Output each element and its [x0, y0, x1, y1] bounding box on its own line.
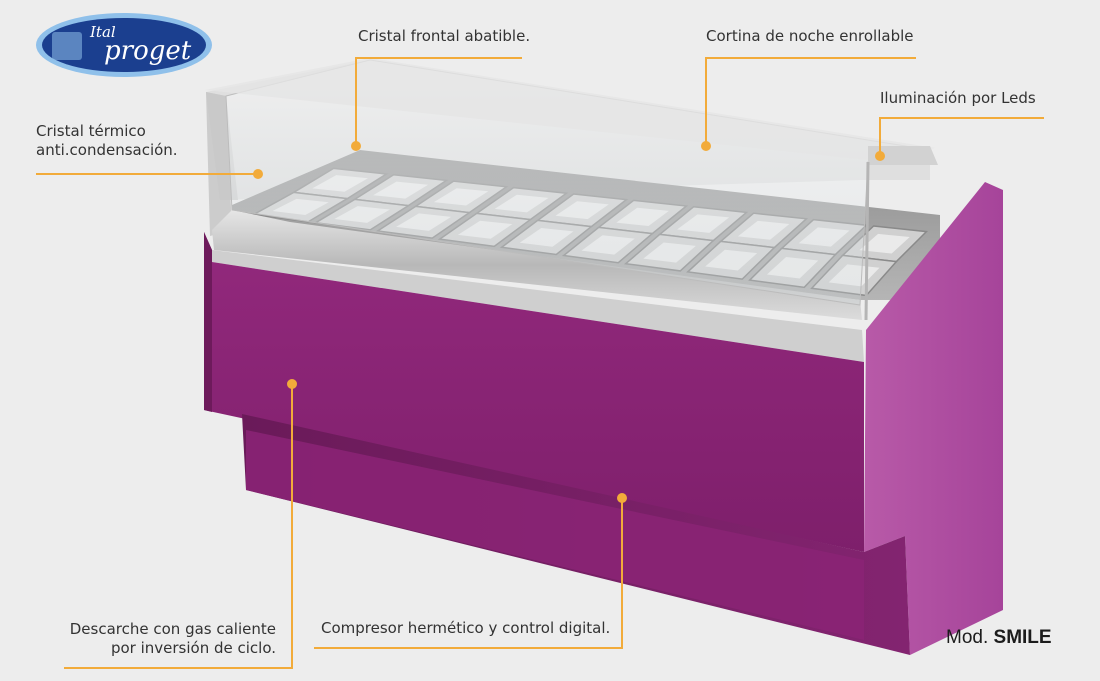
cabinet-left-edge	[204, 232, 212, 412]
label-compressor: Compresor hermético y control digital.	[321, 619, 611, 637]
callout-lines	[36, 57, 1044, 669]
cabinet-base-front	[246, 430, 864, 640]
label-night-curtain: Cortina de noche enrollable	[706, 27, 914, 45]
label-thermal-glass: Cristal térmico anti.condensación.	[36, 122, 178, 159]
italproget-logo: Ital proget	[36, 13, 212, 77]
model-code: SMILE	[993, 627, 1052, 648]
model-name: Mod. SMILE	[946, 627, 1052, 649]
front-steel-rail	[212, 210, 862, 320]
led-housing	[868, 146, 938, 165]
logo-text-main: proget	[104, 36, 192, 66]
label-front-glass: Cristal frontal abatible.	[358, 27, 531, 45]
label-hot-gas-defrost: Descarche con gas caliente por inversión…	[69, 620, 276, 657]
logo-text-top: Ital	[89, 23, 116, 41]
cabinet-side-panel	[864, 182, 1003, 655]
left-side-glass	[206, 92, 232, 236]
label-led-lighting: Iluminación por Leds	[880, 89, 1036, 107]
front-steel-lip	[212, 250, 864, 362]
top-glass	[205, 58, 935, 160]
callout-dots	[253, 141, 885, 503]
model-prefix: Mod.	[946, 627, 989, 648]
tray-inner	[859, 233, 910, 254]
cabinet-front-panel	[204, 232, 864, 552]
